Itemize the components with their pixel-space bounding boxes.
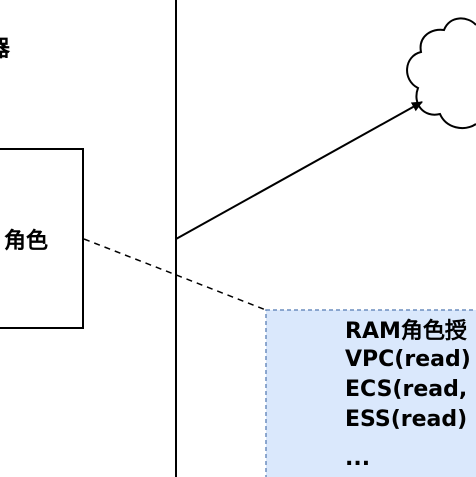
policy-note-line: ESS(read) [345,407,467,432]
policy-note-line: ECS(read, [345,377,467,402]
outer-container-title: 器 [0,37,11,62]
policy-note-line: RAM角色授 [345,318,468,344]
inner-role-label: 角色 [4,228,48,254]
outer-container-box [175,0,177,477]
inner-role-box [0,148,84,329]
policy-note-line: ... [345,446,370,471]
arrow-to-cloud [175,101,423,240]
policy-note-line: VPC(read) [345,347,471,372]
cloud-shape [406,17,476,130]
policy-note-box [265,309,476,477]
